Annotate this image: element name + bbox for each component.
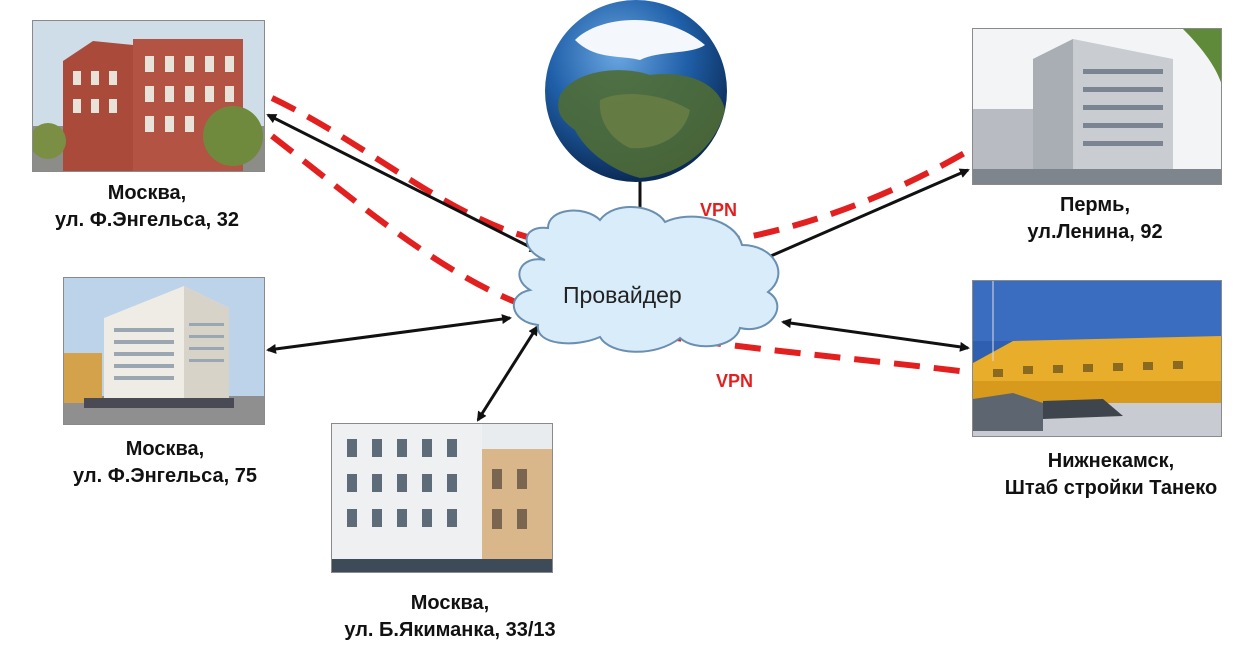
building-photo-perm <box>972 28 1222 185</box>
site-caption-moscow-32: Москва, ул. Ф.Энгельса, 32 <box>12 180 282 234</box>
site-city: Нижнекамск, <box>1047 450 1175 472</box>
building-photo-moscow-75 <box>63 277 265 425</box>
provider-label: Провайдер <box>563 282 682 308</box>
building-photo-nizhnekamsk <box>972 280 1222 437</box>
site-caption-moscow-75: Москва, ул. Ф.Энгельса, 75 <box>30 436 300 490</box>
site-address: ул.Ленина, 92 <box>1027 221 1163 243</box>
site-city: Москва, <box>410 592 490 614</box>
link-perm <box>755 168 970 264</box>
provider-cloud <box>512 206 780 353</box>
link-nizhnekamsk <box>781 318 970 352</box>
site-caption-nizhnekamsk: Нижнекамск, Штаб стройки Танеко <box>975 448 1247 502</box>
site-city: Москва, <box>107 182 187 204</box>
link-yakimanka <box>476 325 539 422</box>
site-address: Штаб стройки Танеко <box>1004 477 1218 499</box>
vpn-label-bottom: VPN <box>716 371 754 391</box>
site-caption-perm: Пермь, ул.Ленина, 92 <box>960 192 1230 246</box>
globe-icon <box>545 0 727 182</box>
site-address: ул. Б.Якиманка, 33/13 <box>344 619 556 641</box>
site-caption-yakimanka: Москва, ул. Б.Якиманка, 33/13 <box>300 590 600 644</box>
site-address: ул. Ф.Энгельса, 75 <box>73 465 257 487</box>
link-moscow-75 <box>266 314 512 354</box>
site-city: Москва, <box>125 438 205 460</box>
site-address: ул. Ф.Энгельса, 32 <box>55 209 239 231</box>
link-moscow-32 <box>266 113 540 253</box>
site-city: Пермь, <box>1059 194 1131 216</box>
vpn-label-top: VPN <box>700 200 738 220</box>
building-photo-yakimanka <box>331 423 553 573</box>
building-photo-moscow-32 <box>32 20 265 172</box>
